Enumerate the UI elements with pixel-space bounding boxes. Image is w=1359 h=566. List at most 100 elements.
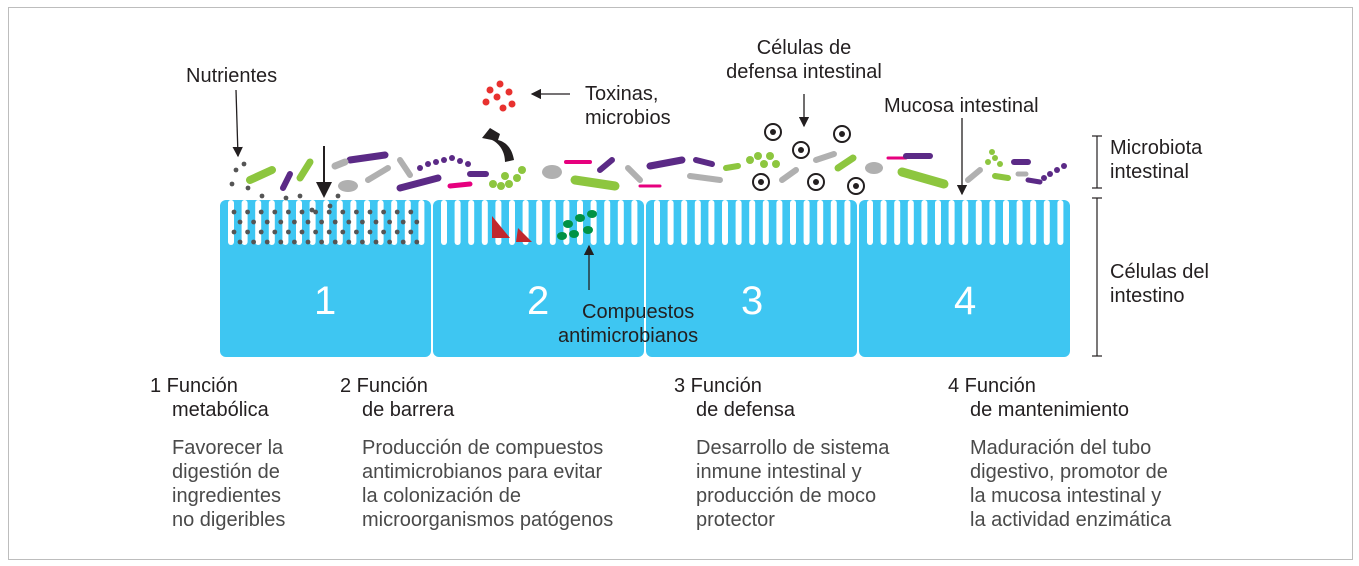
- nutrient-dot: [400, 219, 406, 225]
- villus-gap: [350, 200, 357, 245]
- villus-gap: [907, 200, 914, 245]
- nutrient-dot: [299, 209, 305, 215]
- villus-gap: [268, 200, 275, 245]
- villus-gap: [549, 200, 556, 245]
- function-title: 4 Función: [948, 375, 1036, 397]
- bacterium-purple: [597, 157, 615, 173]
- label-toxins-2: microbios: [585, 107, 671, 129]
- nutrient-dot: [340, 229, 346, 235]
- villus-gap: [1057, 200, 1064, 245]
- villus-gap: [880, 200, 887, 245]
- bacterium-gray: [865, 162, 883, 174]
- villus-gap: [441, 200, 447, 245]
- figure-frame: [8, 7, 1353, 560]
- villus-gap: [735, 200, 742, 245]
- nutrient-dot: [286, 229, 291, 235]
- label-microbiota-1: Microbiota: [1110, 137, 1203, 159]
- villus-gap: [762, 200, 769, 245]
- bacterium-green: [246, 166, 276, 184]
- villus-gap: [844, 200, 851, 245]
- nutrient-dot: [400, 239, 406, 245]
- label-defense-cells-1: Células de: [756, 37, 852, 59]
- villus-gap: [364, 200, 370, 245]
- nutrient-dot: [258, 229, 264, 235]
- label-microbiota-2: intestinal: [1110, 161, 1189, 183]
- villus-gap: [790, 200, 796, 245]
- villus-gap: [694, 200, 701, 245]
- nutrient-dot: [259, 193, 265, 199]
- villus-gap: [377, 200, 384, 245]
- villus-gap: [282, 200, 289, 245]
- function-title: de mantenimiento: [970, 399, 1129, 421]
- label-defense-cells-2: defensa intestinal: [726, 61, 882, 83]
- antimicrobial-compound-dots: [557, 210, 597, 240]
- villus-gap: [989, 200, 996, 245]
- nutrient-dot: [309, 207, 315, 213]
- nutrient-dot: [283, 195, 289, 201]
- villus-gap: [481, 200, 488, 245]
- nutrient-dot: [335, 193, 341, 199]
- label-gut-cells-1: Células del: [1110, 261, 1209, 283]
- block-number-2: 2: [527, 279, 550, 323]
- nutrient-dot: [278, 219, 284, 225]
- nutrient-dot: [414, 239, 420, 245]
- villus-gap: [1030, 200, 1037, 245]
- bacterium-gray: [331, 158, 349, 170]
- function-barrier: 2 Función de barrera Producción de compu…: [340, 374, 613, 532]
- nutrient-dot: [297, 193, 303, 199]
- nutrient-dot: [251, 239, 256, 245]
- function-title: 1 Función: [150, 375, 238, 397]
- villus-gap: [454, 200, 461, 245]
- villus-gap: [418, 200, 425, 245]
- nutrient-dot: [394, 229, 400, 235]
- villus-gap: [749, 200, 756, 245]
- nutrient-dot: [292, 239, 297, 245]
- bacterium-gray: [779, 167, 799, 183]
- nutrient-dot: [414, 219, 420, 225]
- nutrient-dot: [245, 185, 251, 191]
- villus-gap: [590, 200, 597, 245]
- nutrient-dot: [373, 219, 379, 225]
- bacterium-gray: [687, 173, 723, 183]
- bacterium-gray: [542, 165, 562, 179]
- bacterium-gray: [397, 157, 413, 178]
- toxin-cluster: [482, 80, 516, 112]
- villus-gap: [830, 200, 837, 245]
- villus-gap: [817, 200, 824, 245]
- nutrient-dot: [381, 229, 386, 235]
- nutrient-dot: [292, 219, 297, 225]
- nutrient-dot: [319, 219, 324, 225]
- function-title: de defensa: [696, 399, 795, 421]
- nutrient-dot: [346, 239, 352, 245]
- nutrient-dot: [367, 229, 373, 235]
- nutrient-dot: [258, 209, 264, 215]
- villus-gap: [255, 200, 262, 245]
- villi-slits: [228, 200, 1064, 245]
- villus-gap: [1003, 200, 1009, 245]
- bacterium-green: [296, 158, 314, 182]
- villus-gap: [803, 200, 810, 245]
- repel-arrow: [482, 128, 514, 162]
- bacterium-purple: [346, 151, 389, 164]
- villus-gap: [309, 200, 316, 245]
- villus-gap: [894, 200, 901, 245]
- bacterium-purple: [693, 157, 715, 167]
- nutrient-dot: [327, 203, 333, 209]
- nutrient-dot: [354, 229, 359, 235]
- nutrient-dot: [332, 219, 338, 225]
- nutrient-dot: [346, 219, 352, 225]
- bracket-lines: [1092, 135, 1102, 357]
- villus-gap: [722, 200, 728, 245]
- bacterium-gray: [965, 167, 983, 183]
- villus-gap: [336, 200, 343, 245]
- bacterium-green: [992, 173, 1011, 181]
- villus-gap: [296, 200, 302, 245]
- nutrient-dot: [264, 219, 270, 225]
- villus-gap: [975, 200, 982, 245]
- nutrient-dot: [229, 181, 235, 187]
